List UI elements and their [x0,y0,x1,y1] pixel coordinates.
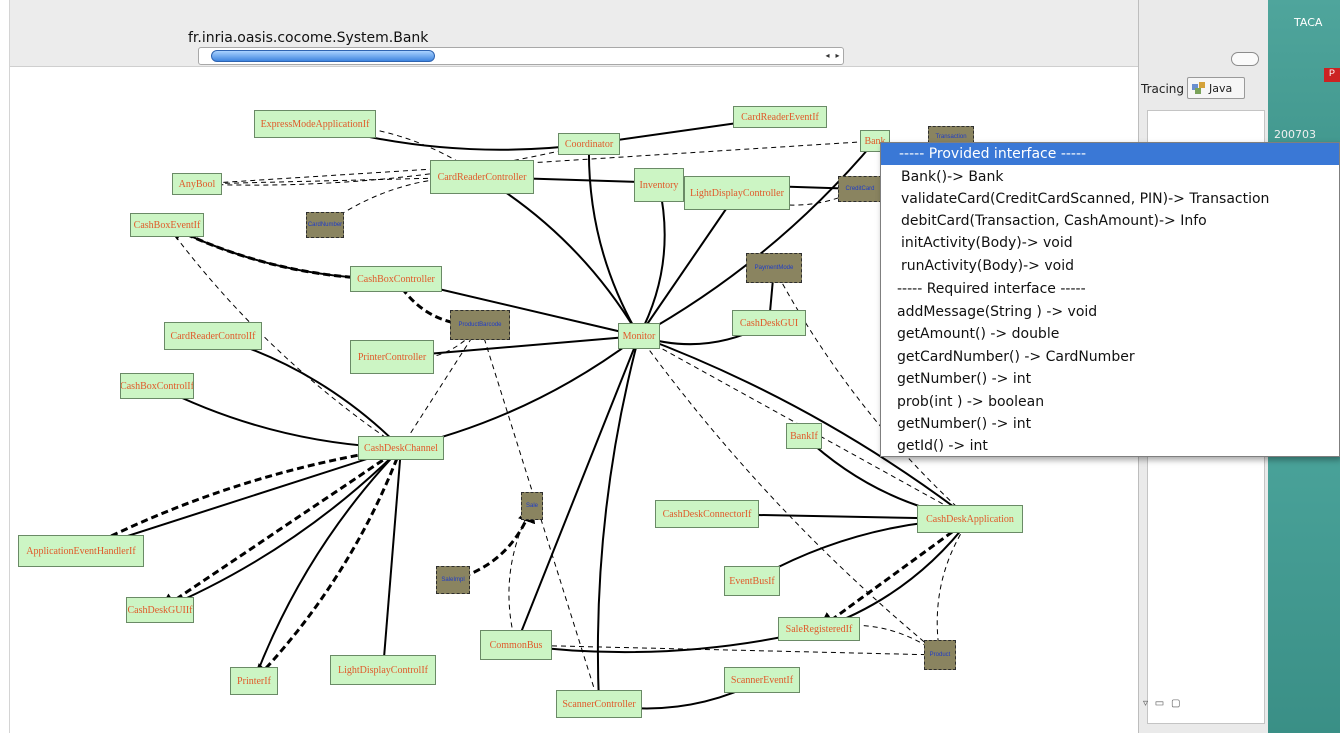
dependency-edge [515,334,641,646]
component-node-cash-box-controller[interactable]: CashBoxController [350,266,442,292]
component-node-coordinator[interactable]: Coordinator [558,133,620,155]
component-node-cash-desk-connector-if[interactable]: CashDeskConnectorIf [655,500,759,528]
component-node-printer-controller[interactable]: PrinterController [350,340,434,374]
dependency-edge [638,184,666,338]
dependency-edge [587,143,640,338]
dependency-edge [166,224,402,449]
required-method: getCardNumber() -> CardNumber [897,349,1135,365]
provided-method: debitCard(Transaction, CashAmount)-> Inf… [901,213,1207,229]
dependency-edge [196,143,590,188]
dependency-edge [158,447,402,612]
provided-method: initActivity(Body)-> void [901,235,1073,251]
dependency-edge [252,447,402,683]
component-node-bank-if[interactable]: BankIf [786,423,822,449]
scroll-left-arrow-icon[interactable]: ◂ [825,51,830,60]
bottom-view-controls[interactable]: ▿ ▭ ▢ [1143,698,1183,709]
component-node-monitor[interactable]: Monitor [618,323,660,349]
java-perspective-icon [1192,82,1205,94]
component-node-card-number[interactable]: CardNumber [306,212,344,238]
required-method: getNumber() -> int [897,416,1032,432]
component-node-cash-desk-application[interactable]: CashDeskApplication [917,505,1023,533]
required-interface-header: ----- Required interface ----- [897,281,1086,297]
dependency-edge [515,625,821,654]
scroll-right-arrow-icon[interactable]: ▸ [835,51,840,60]
scrollbar-thumb[interactable] [211,50,435,62]
component-node-cash-desk-guiif[interactable]: CashDeskGUIIf [126,597,194,623]
interface-tooltip-popup: ----- Provided interface ----- Bank()-> … [880,142,1340,457]
desktop-badge: P [1324,68,1340,82]
dependency-edge [508,505,533,646]
component-node-sale-impl[interactable]: SaleImpl [436,566,470,594]
required-method: getId() -> int [897,438,988,454]
required-method: getNumber() -> int [897,371,1032,387]
horizontal-scrollbar[interactable]: ◂ ▸ [198,47,844,65]
component-node-sale[interactable]: Sale [521,492,543,520]
component-path-title: fr.inria.oasis.cocome.System.Bank [188,30,429,46]
dependency-edge [79,446,402,553]
dependency-edge [818,624,941,656]
component-node-cash-desk-channel[interactable]: CashDeskChannel [358,436,444,460]
java-perspective-label: Java [1209,81,1233,95]
dependency-edge [158,446,402,612]
component-node-any-bool[interactable]: AnyBool [172,173,222,195]
provided-method: runActivity(Body)-> void [901,258,1074,274]
dependency-edge [377,447,402,672]
dependency-edge [638,335,941,656]
component-node-product-barcode[interactable]: ProductBarcode [450,310,510,340]
component-node-card-reader-control-if[interactable]: CardReaderControlIf [164,322,262,350]
component-node-payment-mode[interactable]: PaymentMode [746,253,802,283]
component-node-cash-box-control-if[interactable]: CashBoxControlIf [120,373,194,399]
dependency-edge [596,334,643,705]
perspective-java-button[interactable]: Java [1187,77,1245,99]
component-node-cash-box-event-if[interactable]: CashBoxEventIf [130,213,204,237]
dependency-edge [637,140,876,337]
component-node-scanner-controller[interactable]: ScannerController [556,690,642,718]
provided-method: Bank()-> Bank [901,169,1004,185]
component-node-event-bus-if[interactable]: EventBusIf [724,566,780,596]
diagram-header-bar: fr.inria.oasis.cocome.System.Bank ◂ ▸ [10,0,1138,67]
required-method: prob(int ) -> boolean [897,394,1045,410]
component-node-sale-registered-if[interactable]: SaleRegisteredIf [778,617,860,641]
desktop-label: TACA [1294,16,1323,29]
component-node-light-display-control-if[interactable]: LightDisplayControlIf [330,655,436,685]
desktop-date: 200703 [1274,128,1316,141]
provided-method: validateCard(CreditCardScanned, PIN)-> T… [901,191,1270,207]
dependency-edge [515,644,941,658]
component-node-application-event-handler-if[interactable]: ApplicationEventHandlerIf [18,535,144,567]
component-node-product[interactable]: Product [924,640,956,670]
component-node-express-mode-application-if[interactable]: ExpressModeApplicationIf [254,110,376,138]
component-node-scanner-event-if[interactable]: ScannerEventIf [724,667,800,693]
component-node-card-reader-controller[interactable]: CardReaderController [430,160,534,194]
component-node-common-bus[interactable]: CommonBus [480,630,552,660]
dependency-edge [817,517,971,631]
dependency-edge [638,192,738,337]
component-node-light-display-controller[interactable]: LightDisplayController [684,176,790,210]
perspective-tracing[interactable]: Tracing [1141,82,1185,96]
provided-interface-header: ----- Provided interface ----- [881,143,1339,165]
toolbar-toggle-pill[interactable] [1231,52,1259,66]
required-method: getAmount() -> double [897,326,1060,342]
component-node-card-reader-event-if[interactable]: CardReaderEventIf [733,106,827,128]
component-node-inventory[interactable]: Inventory [634,168,684,202]
component-node-cash-desk-gui[interactable]: CashDeskGUI [732,310,806,336]
component-node-printer-if[interactable]: PrinterIf [230,667,278,695]
component-node-credit-card[interactable]: CreditCard [838,176,882,202]
window-left-edge [0,0,10,733]
required-method: addMessage(String ) -> void [897,304,1098,320]
dependency-edge [637,334,971,520]
dependency-edge [252,447,403,683]
